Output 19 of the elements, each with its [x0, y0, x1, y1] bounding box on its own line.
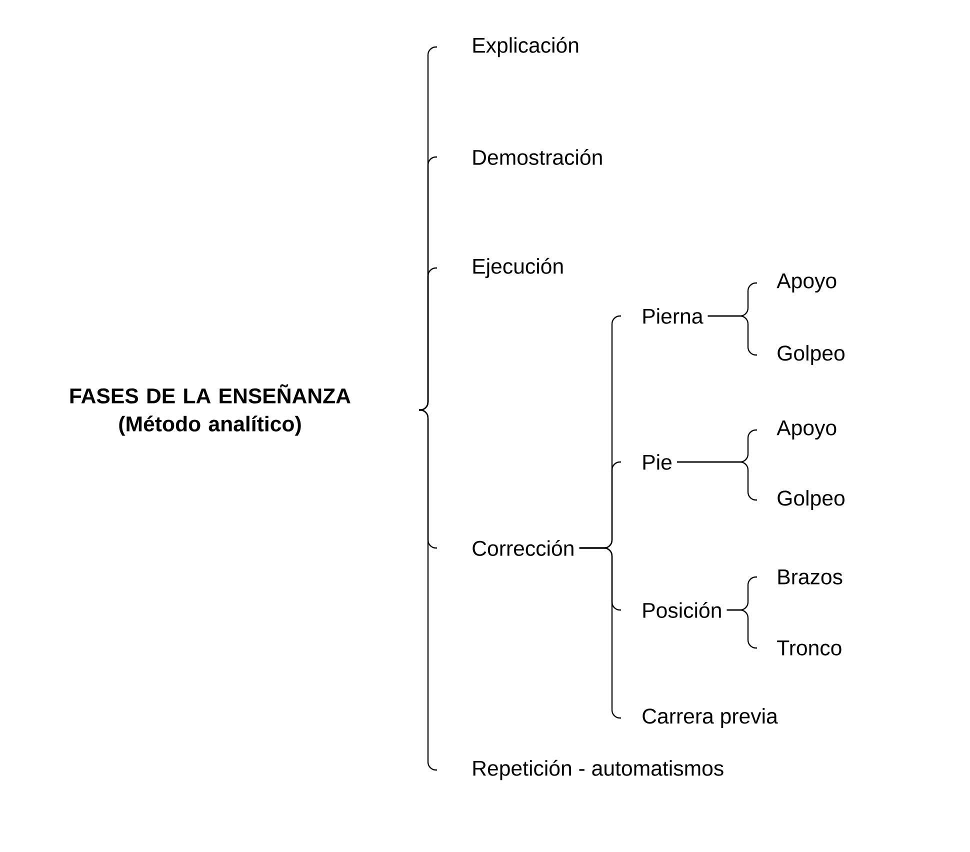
- branch-label: Carrera previa: [642, 708, 778, 728]
- title-text: FASES DE LA ENSEÑANZA (Método analítico): [70, 384, 350, 436]
- branch-label: Apoyo: [776, 273, 836, 293]
- branch-label: Tronco: [777, 640, 842, 656]
- branch-label: Apoyo: [776, 420, 836, 440]
- branch-label: Corrección: [472, 540, 574, 556]
- branch-label: Brazos: [778, 570, 842, 584]
- brace-branch: [419, 267, 438, 411]
- branch-label: Golpeo: [778, 490, 844, 510]
- branch-label: Pie: [643, 454, 672, 470]
- brace-branch: [579, 547, 622, 719]
- branch-label: Explicación: [473, 36, 578, 58]
- branch-label: Pierna: [643, 308, 704, 324]
- branch-label: Repetición - automatismos: [473, 760, 724, 780]
- branch-label: Demostración: [473, 149, 602, 165]
- branch-label: Golpeo: [778, 345, 844, 365]
- branch-label: Ejecución: [473, 258, 563, 278]
- branch-label: Posición: [643, 602, 721, 618]
- brace-branch: [418, 409, 438, 771]
